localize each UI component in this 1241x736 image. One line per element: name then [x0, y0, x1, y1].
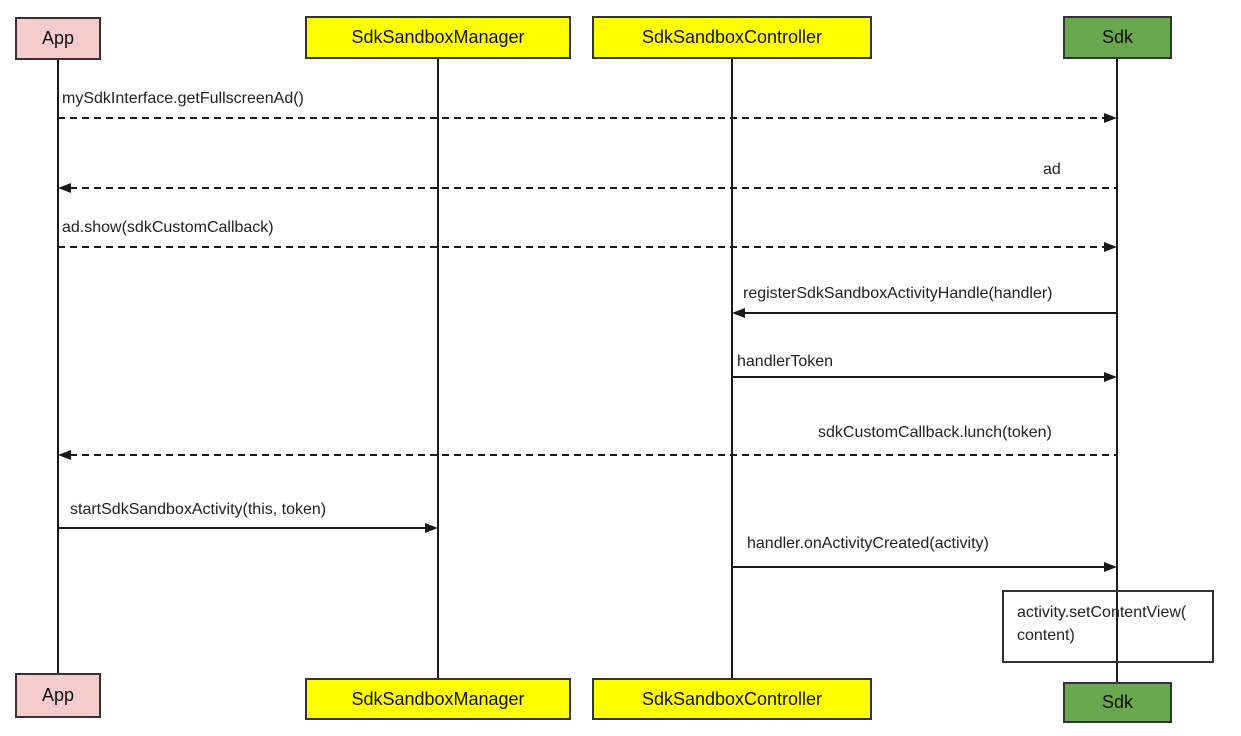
message-2-label: ad: [1043, 161, 1061, 178]
lifeline-sdksandboxmanager: [437, 59, 439, 678]
message-1-label: mySdkInterface.getFullscreenAd(): [62, 90, 304, 107]
note-activity-setcontentview: activity.setContentView( content): [1002, 590, 1214, 663]
actor-sdksandboxmanager-top: SdkSandboxManager: [305, 16, 571, 59]
message-4-line: [745, 312, 1117, 314]
actor-sdk-bottom: Sdk: [1063, 682, 1172, 723]
lifeline-app: [57, 60, 59, 673]
message-3-label: ad.show(sdkCustomCallback): [62, 219, 274, 236]
actor-label-sdksandboxcontroller-bottom: SdkSandboxController: [641, 688, 823, 709]
actor-label-sdksandboxmanager-bottom: SdkSandboxManager: [351, 688, 525, 709]
message-7-line: [58, 527, 425, 529]
message-8-line: [732, 566, 1104, 568]
message-1-arrowhead: [1104, 113, 1117, 123]
message-4-arrowhead: [732, 308, 745, 318]
message-3-arrowhead: [1104, 242, 1117, 252]
actor-label-sdk: Sdk: [1101, 27, 1134, 47]
message-2-line: [70, 187, 1117, 189]
message-2-arrowhead: [58, 183, 71, 193]
message-7-label: startSdkSandboxActivity(this, token): [70, 501, 327, 518]
actor-app-bottom: App: [15, 673, 101, 718]
message-6-arrowhead: [58, 450, 71, 460]
actor-label-sdk-bottom: Sdk: [1101, 692, 1134, 712]
message-8-label: handler.onActivityCreated(activity): [747, 535, 989, 552]
message-5-line: [732, 376, 1104, 378]
message-1-line: [58, 117, 1105, 119]
message-5-arrowhead: [1104, 372, 1117, 382]
message-3-line: [58, 246, 1105, 248]
actor-sdk-top: Sdk: [1063, 16, 1172, 59]
message-5-label: handlerToken: [737, 353, 834, 370]
actor-sdksandboxmanager-bottom: SdkSandboxManager: [305, 678, 571, 720]
message-6-line: [70, 454, 1117, 456]
message-4-label: registerSdkSandboxActivityHandle(handler…: [743, 285, 1053, 302]
actor-sdksandboxcontroller-top: SdkSandboxController: [592, 16, 872, 59]
note-line-1: activity.setContentView(: [1017, 604, 1187, 621]
lifeline-sdksandboxcontroller: [731, 59, 733, 678]
note-line-2: content): [1017, 627, 1075, 644]
lifeline-sdk: [1116, 59, 1118, 682]
actor-sdksandboxcontroller-bottom: SdkSandboxController: [592, 678, 872, 720]
message-6-label: sdkCustomCallback.lunch(token): [818, 424, 1052, 441]
actor-label-app: App: [41, 28, 75, 48]
actor-app-top: App: [15, 17, 101, 60]
actor-label-app-bottom: App: [41, 685, 75, 705]
message-7-arrowhead: [425, 523, 438, 533]
message-8-arrowhead: [1104, 562, 1117, 572]
actor-label-sdksandboxcontroller: SdkSandboxController: [641, 27, 823, 47]
actor-label-sdksandboxmanager: SdkSandboxManager: [351, 27, 525, 47]
